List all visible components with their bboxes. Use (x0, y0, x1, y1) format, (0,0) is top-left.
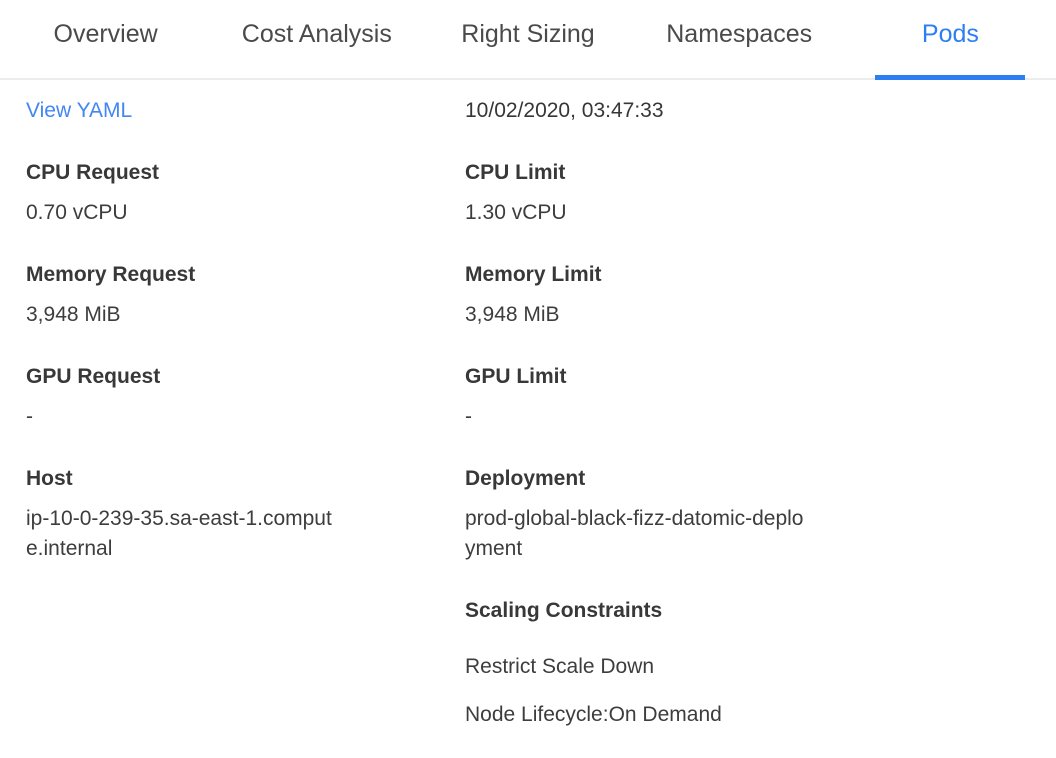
cpu-limit-field: CPU Limit 1.30 vCPU (465, 158, 1056, 228)
tab-overview-label: Overview (53, 19, 158, 48)
constraint-node-lifecycle: Node Lifecycle:On Demand (465, 703, 722, 726)
active-tab-underline (875, 75, 1026, 80)
memory-request-label: Memory Request (26, 263, 196, 286)
tab-namespaces-label: Namespaces (666, 19, 813, 48)
memory-limit-label: Memory Limit (465, 263, 602, 286)
cpu-request-field: CPU Request 0.70 vCPU (26, 158, 465, 228)
details-left-column: View YAML CPU Request 0.70 vCPU Memory R… (26, 96, 465, 748)
host-field: Host ip-10-0-239-35.sa-east-1.compute.in… (26, 464, 465, 564)
memory-request-field: Memory Request 3,948 MiB (26, 260, 465, 330)
gpu-limit-label: GPU Limit (465, 365, 567, 388)
tab-bar: Overview Cost Analysis Right Sizing Name… (0, 0, 1056, 80)
gpu-request-label: GPU Request (26, 365, 161, 388)
view-yaml-link[interactable]: View YAML (26, 99, 133, 122)
gpu-limit-field: GPU Limit - (465, 362, 1056, 432)
pod-details-panel: View YAML CPU Request 0.70 vCPU Memory R… (0, 80, 1056, 748)
cpu-limit-value: 1.30 vCPU (465, 201, 567, 224)
cpu-limit-label: CPU Limit (465, 161, 566, 184)
tab-pods[interactable]: Pods (845, 0, 1056, 80)
tab-cost-analysis[interactable]: Cost Analysis (211, 0, 422, 78)
pod-timestamp: 10/02/2020, 03:47:33 (465, 99, 664, 122)
tab-right-sizing[interactable]: Right Sizing (422, 0, 633, 78)
scaling-constraints-label: Scaling Constraints (465, 599, 663, 622)
memory-request-value: 3,948 MiB (26, 303, 121, 326)
cpu-request-label: CPU Request (26, 161, 160, 184)
cpu-request-value: 0.70 vCPU (26, 201, 128, 224)
gpu-request-value: - (26, 405, 33, 428)
gpu-limit-value: - (465, 405, 472, 428)
deployment-label: Deployment (465, 467, 586, 490)
memory-limit-value: 3,948 MiB (465, 303, 560, 326)
deployment-link[interactable]: prod-global-black-fizz-datomic-deploymen… (465, 507, 804, 560)
memory-limit-field: Memory Limit 3,948 MiB (465, 260, 1056, 330)
tab-right-sizing-label: Right Sizing (461, 19, 595, 48)
tab-pods-label: Pods (921, 19, 979, 48)
tab-cost-analysis-label: Cost Analysis (241, 19, 392, 48)
details-right-column: 10/02/2020, 03:47:33 CPU Limit 1.30 vCPU… (465, 96, 1056, 748)
tab-namespaces[interactable]: Namespaces (634, 0, 845, 78)
host-label: Host (26, 467, 73, 490)
deployment-field: Deployment prod-global-black-fizz-datomi… (465, 464, 1056, 564)
gpu-request-field: GPU Request - (26, 362, 465, 432)
constraint-restrict-scale-down: Restrict Scale Down (465, 655, 655, 678)
tab-overview[interactable]: Overview (0, 0, 211, 78)
host-link[interactable]: ip-10-0-239-35.sa-east-1.compute.interna… (26, 507, 332, 560)
